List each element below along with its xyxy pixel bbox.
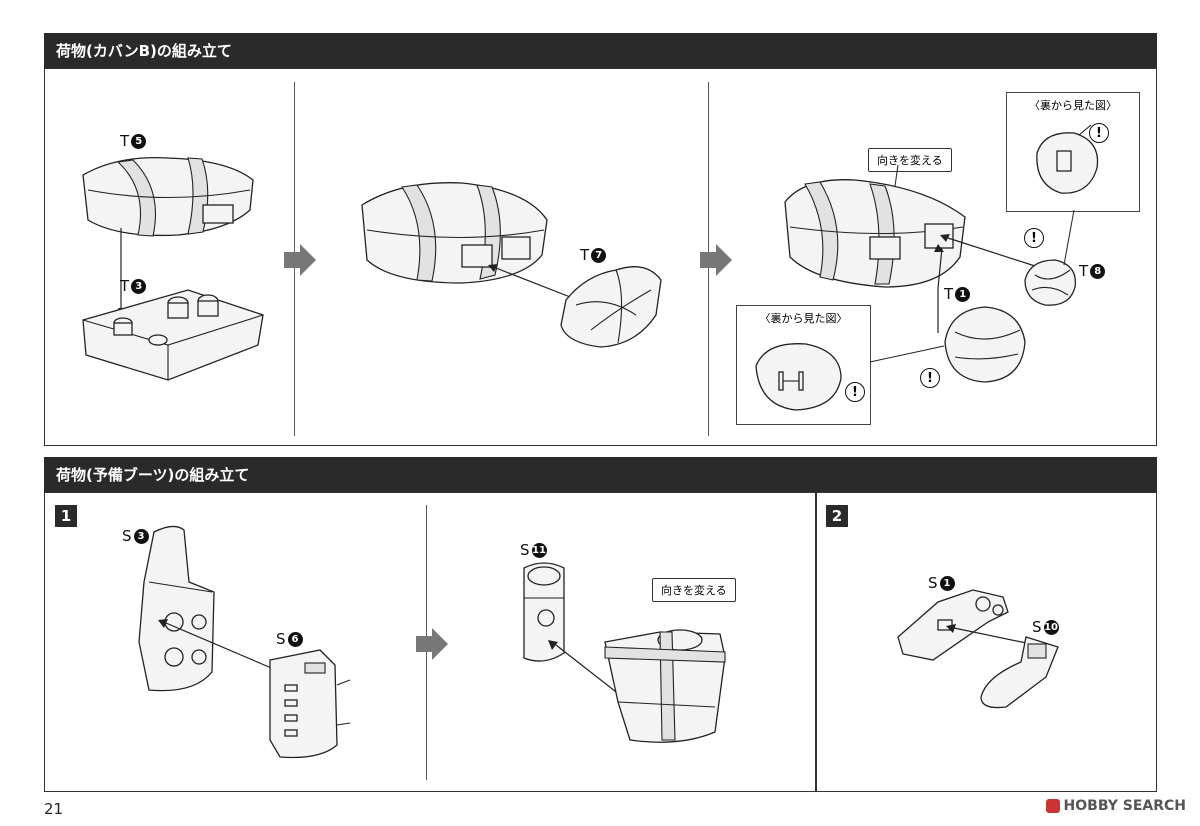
cloth-bundle-back-view [755,343,842,411]
boot-sole-s10-part [980,636,1059,709]
assembly-arrow [158,619,284,674]
page-number: 21 [44,800,64,818]
boot-half-s3-part [138,525,215,692]
cloth-bundle-t1-part [944,306,1026,383]
cloth-bundle-part [560,266,662,348]
cloth-roll-part [1024,259,1076,306]
bag-base-part [82,289,264,381]
next-arrow-icon [284,244,316,276]
bag-rotated-part [784,179,966,288]
bag-top-part [82,156,254,237]
assembly-leader-line [934,244,944,333]
inset-pointer [1063,209,1075,266]
callout-turn-direction: 向きを変える [868,148,952,172]
warning-icon: ! [1024,228,1044,248]
warning-icon: ! [845,382,865,402]
warning-icon: ! [920,368,940,388]
boots-pair-part [604,629,726,743]
step-number-2: 2 [826,505,848,527]
back-view-inset: 〈裏から見た図〉 ! [736,305,871,425]
watermark: HOBBY SEARCH [1045,798,1186,814]
bag-assembled-part [361,182,548,284]
next-arrow-icon [416,628,448,660]
assembly-arrow [946,624,1032,645]
section-title-bag-b: 荷物(カバンB)の組み立て [44,33,1157,68]
warning-icon: ! [1089,123,1109,143]
spare-boots-step2-panel [816,492,1157,792]
boot-s11-part [523,562,565,662]
cloth-roll-back-view [1036,124,1099,194]
assembly-arrow [548,640,621,696]
step-number-1: 1 [55,505,77,527]
assembly-arrow [940,234,1036,267]
watermark-logo-icon [1045,799,1060,813]
back-view-inset: 〈裏から見た図〉 ! [1006,92,1140,212]
inset-pointer [869,345,945,363]
section-title-spare-boots: 荷物(予備ブーツ)の組み立て [44,457,1157,492]
callout-turn-direction: 向きを変える [652,578,736,602]
next-arrow-icon [700,244,732,276]
boot-half-s6-part [269,649,351,759]
